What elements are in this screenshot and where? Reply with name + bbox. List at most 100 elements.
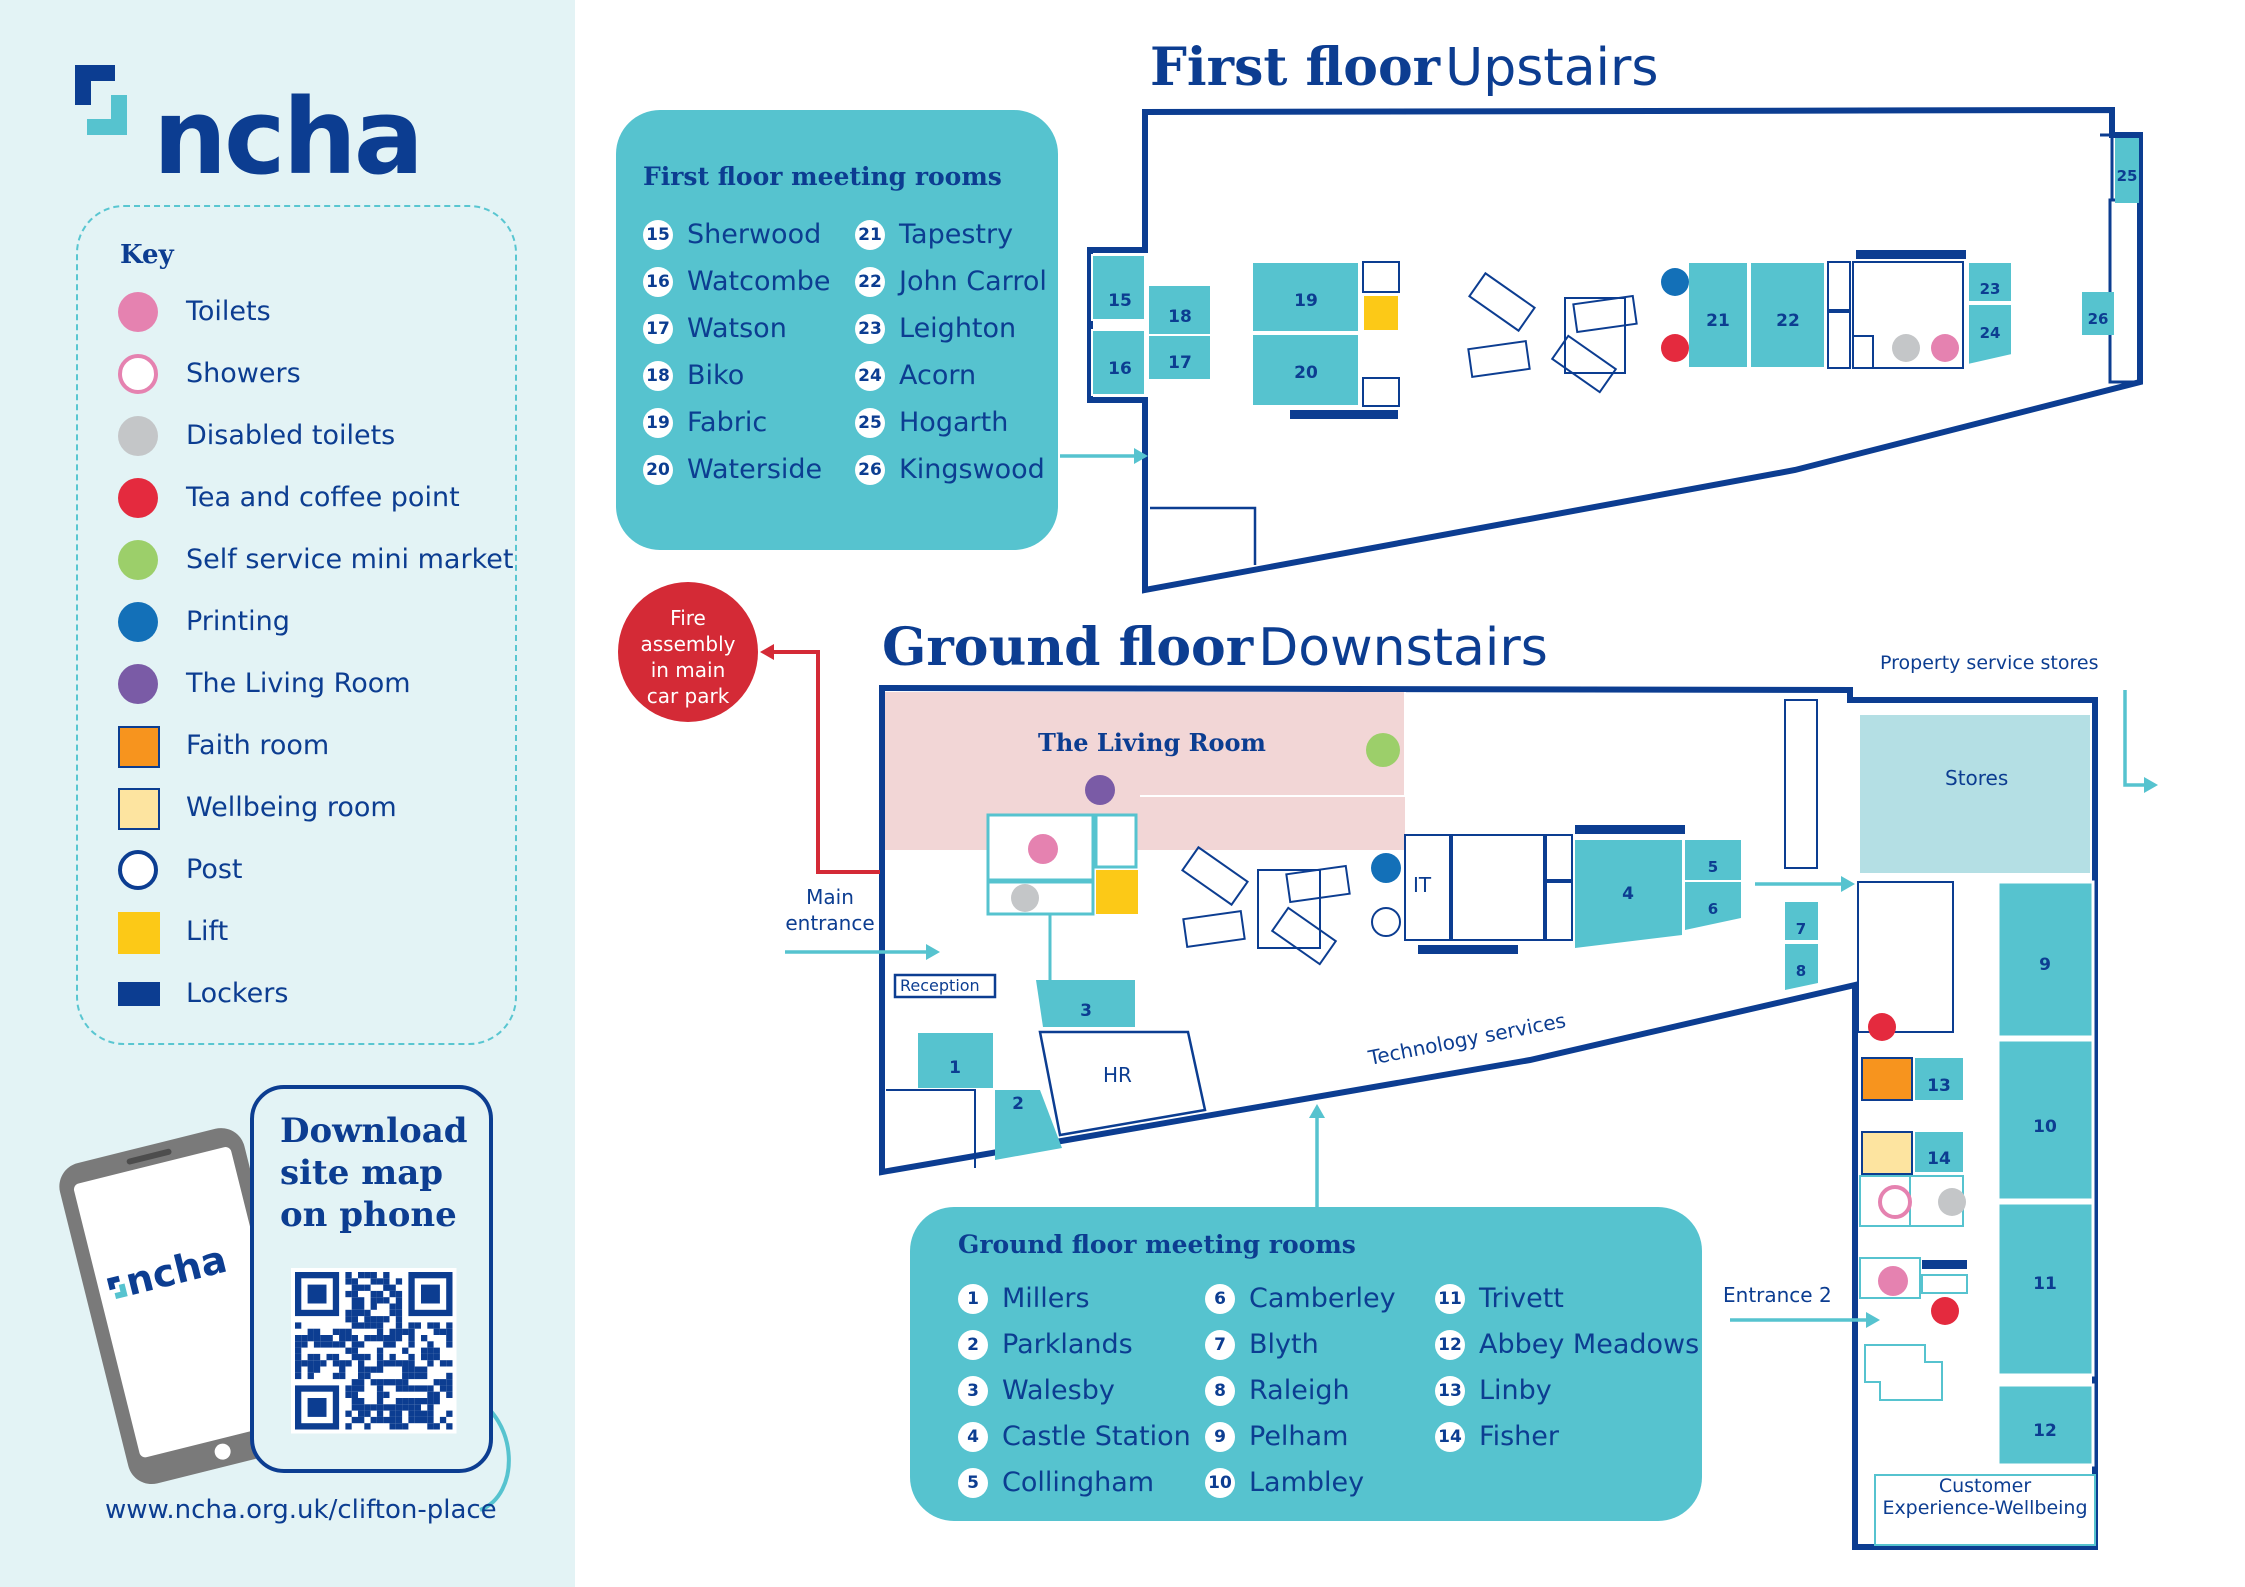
room-1 — [918, 1033, 993, 1088]
room-name: Parklands — [1002, 1329, 1133, 1360]
map-room-number: 25 — [2117, 167, 2138, 185]
key-label: Lockers — [186, 978, 289, 1009]
logo-text: ncha — [153, 76, 424, 198]
room-name: Raleigh — [1249, 1375, 1350, 1406]
site-map-link[interactable]: www.ncha.org.uk/clifton-place — [105, 1495, 497, 1525]
ground-floor-rooms-panel — [910, 1207, 1702, 1521]
key-label: The Living Room — [186, 668, 411, 699]
disabled-toilet-gf-1 — [1011, 884, 1039, 912]
room-number-badge: 22 — [855, 267, 885, 297]
room-name: Pelham — [1249, 1421, 1349, 1452]
stores-area — [1860, 715, 2090, 873]
map-room-number: 24 — [1980, 324, 2001, 342]
entrance-2-label: Entrance 2 — [1723, 1283, 1832, 1307]
key-label: Disabled toilets — [186, 420, 396, 451]
map-room-number: 9 — [2039, 955, 2051, 975]
phone-icon — [59, 1128, 314, 1485]
it-label: IT — [1413, 873, 1432, 897]
key-label: Printing — [186, 606, 290, 637]
stairs-ground-floor — [1181, 845, 1351, 966]
logo-bracket-icon — [75, 65, 127, 135]
key-item: Self service mini market — [118, 540, 513, 584]
room-number-badge: 14 — [1435, 1422, 1465, 1452]
key-symbol-icon — [118, 912, 160, 954]
room-number-badge: 8 — [1205, 1376, 1235, 1406]
key-label: Lift — [186, 916, 229, 947]
hr-label: HR — [1103, 1063, 1132, 1087]
shower-point — [1878, 1185, 1912, 1219]
room-name: Fabric — [687, 407, 768, 438]
room-number-badge: 5 — [958, 1468, 988, 1498]
tea-coffee-point-gf-1 — [1868, 1013, 1896, 1041]
map-room-number: 15 — [1108, 291, 1132, 311]
room-7 — [1785, 902, 1818, 940]
room-name: Abbey Meadows — [1479, 1329, 1700, 1360]
key-panel — [76, 205, 517, 1045]
room-number-badge: 23 — [855, 314, 885, 344]
fire-assembly-point — [618, 582, 758, 722]
key-title: Key — [120, 240, 174, 270]
post-point — [1371, 907, 1401, 937]
ncha-logo: ncha — [75, 65, 424, 189]
room-number-badge: 6 — [1205, 1284, 1235, 1314]
key-symbol-icon — [118, 354, 158, 394]
first-floor-rooms-panel — [616, 110, 1058, 550]
map-room-number: 1 — [949, 1058, 961, 1078]
room-number-badge: 25 — [855, 408, 885, 438]
tea-coffee-point-ff — [1661, 334, 1689, 362]
room-23 — [1967, 261, 2013, 303]
room-9 — [1996, 880, 2095, 1039]
map-room-number: 13 — [1927, 1076, 1951, 1096]
map-room-number: 5 — [1708, 858, 1718, 876]
toilet-gf-1 — [1028, 834, 1058, 864]
key-symbol-icon — [118, 726, 160, 768]
room-name: Trivett — [1479, 1283, 1564, 1314]
printing-point-gf — [1371, 853, 1401, 883]
map-room-number: 18 — [1168, 307, 1192, 327]
key-symbol-icon — [118, 540, 158, 580]
ground-floor-panel-title: Ground floor meeting rooms — [958, 1230, 1356, 1259]
room-11 — [1996, 1201, 2095, 1377]
room-5 — [1685, 840, 1741, 880]
key-label: Faith room — [186, 730, 330, 761]
key-item: Disabled toilets — [118, 416, 498, 460]
wellbeing-room — [1861, 1131, 1913, 1175]
first-floor-outline — [1087, 106, 2143, 594]
lift-first-floor — [1362, 294, 1400, 332]
phone-illustration: ncha — [59, 1128, 511, 1512]
map-room-number: 17 — [1168, 353, 1192, 373]
fire-assembly-label: Fire assembly in main car park — [640, 606, 736, 708]
key-item: Toilets — [118, 292, 498, 336]
room-8 — [1785, 944, 1818, 990]
room-number-badge: 4 — [958, 1422, 988, 1452]
customer-experience-wellbeing — [1874, 1474, 2096, 1546]
toilet-ff — [1931, 334, 1959, 362]
room-name: Castle Station — [1002, 1421, 1191, 1452]
room-number-badge: 7 — [1205, 1330, 1235, 1360]
qr-code-icon[interactable] — [0, 0, 575, 1587]
map-room-number: 23 — [1980, 280, 2001, 298]
key-symbol-icon — [118, 292, 158, 332]
lockers-ff-2 — [1856, 250, 1966, 259]
key-item: Printing — [118, 602, 498, 646]
room-name: Hogarth — [899, 407, 1009, 438]
fire-route — [770, 650, 880, 874]
key-label: Toilets — [186, 296, 271, 327]
room-number-badge: 20 — [643, 455, 673, 485]
map-room-number: 22 — [1776, 311, 1800, 331]
key-symbol-icon — [118, 982, 160, 1006]
room-number-badge: 26 — [855, 455, 885, 485]
room-number-badge: 15 — [643, 220, 673, 250]
map-room-number: 3 — [1080, 1001, 1092, 1021]
stores-arrow — [2123, 690, 2150, 787]
lift-ground-floor — [1096, 870, 1138, 914]
room-21 — [1687, 261, 1749, 369]
room-it — [1404, 834, 1451, 941]
key-item: Faith room — [118, 726, 498, 770]
map-room-number: 12 — [2033, 1421, 2057, 1441]
room-10 — [1996, 1038, 2095, 1202]
room-name: Tapestry — [899, 219, 1014, 250]
key-item: Tea and coffee point — [118, 478, 498, 522]
room-name: Biko — [687, 360, 745, 391]
room-name: Sherwood — [687, 219, 822, 250]
